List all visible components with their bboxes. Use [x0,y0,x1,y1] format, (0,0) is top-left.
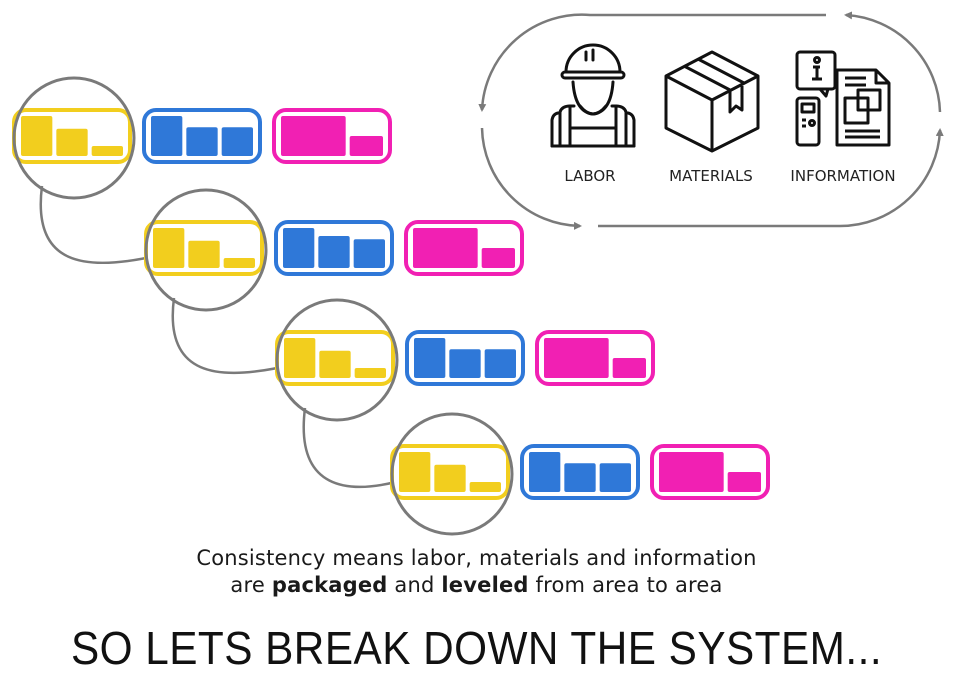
construction-worker-icon [550,43,636,148]
cycle-label-materials: MATERIALS [669,167,753,185]
caption-line-1: Consistency means labor, materials and i… [196,546,757,570]
information-package [650,444,770,500]
cycle-label-information: INFORMATION [790,167,895,185]
information-bar [727,472,761,492]
area-row [390,412,770,536]
cycle-arrow-top [478,13,826,112]
materials-package [520,444,640,500]
areas [12,76,770,536]
cycle-label-labor: LABOR [564,167,615,185]
flow-connector-arrow [171,297,297,375]
labor-bar [56,128,88,156]
materials-bar [599,463,631,492]
focus-circle [275,298,399,422]
labor-package [390,444,510,500]
labor-bar [319,350,351,378]
caption-text: from area to area [528,573,723,597]
information-bar [612,358,646,378]
labor-bar [153,228,185,268]
labor-bar [223,258,255,268]
materials-package [405,330,525,386]
materials-package [142,108,262,164]
information-bar [544,338,609,378]
information-bar [281,116,346,156]
information-package [404,220,524,276]
headline: SO LETS BREAK DOWN THE SYSTEM... [70,622,883,674]
materials-bar [283,228,315,268]
materials-bar [529,452,561,492]
labor-bar [188,240,220,268]
area-row [12,76,392,200]
flow-connector-arrow [39,185,166,265]
cycle-arrow-right [844,11,942,113]
box-icon [664,50,760,153]
labor-bar [434,464,466,492]
materials-package [274,220,394,276]
information-bar [481,248,515,268]
materials-bar [186,127,218,156]
caption-text: and [387,573,442,597]
information-bar [413,228,478,268]
info-document-icon [795,50,891,147]
information-package [272,108,392,164]
materials-bar [564,463,596,492]
area-row [144,188,524,312]
labor-package [144,220,264,276]
caption-text: are [230,573,272,597]
resource-cycle [478,11,944,230]
labor-package [12,108,132,164]
caption-line-2: are packaged and leveled from area to ar… [0,572,953,599]
labor-bar [354,368,386,378]
focus-circle [390,412,514,536]
information-package [535,330,655,386]
labor-bar [21,116,53,156]
materials-bar [318,236,350,268]
cycle-arrow-left [480,127,582,230]
labor-package [275,330,395,386]
information-bar [659,452,724,492]
materials-bar [484,349,516,378]
focus-circle [12,76,136,200]
materials-bar [221,127,253,156]
flow-connector-arrow [302,407,412,489]
area-row [275,298,655,422]
labor-bar [284,338,316,378]
cycle-arrow-bottom [598,128,944,228]
labor-bar [469,482,501,492]
caption-emphasis-packaged: packaged [271,573,388,597]
materials-bar [151,116,183,156]
materials-bar [414,338,446,378]
caption-emphasis-leveled: leveled [441,573,529,597]
materials-bar [353,239,385,268]
materials-bar [449,349,481,378]
information-bar [349,136,383,156]
labor-bar [399,452,431,492]
labor-bar [91,146,123,156]
focus-circle [144,188,268,312]
